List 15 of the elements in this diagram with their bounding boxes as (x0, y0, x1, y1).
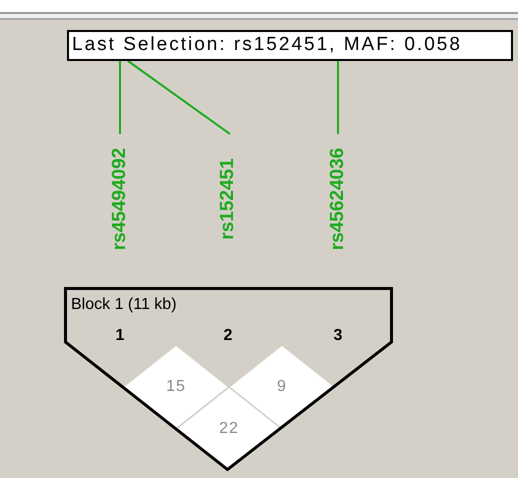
block-title: Block 1 (11 kb) (71, 296, 177, 314)
ld-block (64, 287, 393, 471)
ld-cell: 22 (207, 417, 251, 441)
marker-name: rs45624036 (326, 138, 350, 260)
selection-label-box: Last Selection: rs152451, MAF: 0.058 (67, 30, 513, 61)
connector-line (337, 61, 339, 134)
column-number: 1 (116, 327, 124, 345)
column-number: 2 (224, 327, 232, 345)
connector-line (127, 60, 231, 135)
connector-line (119, 61, 121, 134)
ld-cell: 15 (154, 375, 198, 399)
ld-cell: 9 (260, 375, 304, 399)
marker-name: rs45494092 (108, 138, 132, 260)
column-number: 3 (334, 327, 342, 345)
marker-name: rs152451 (216, 138, 240, 260)
